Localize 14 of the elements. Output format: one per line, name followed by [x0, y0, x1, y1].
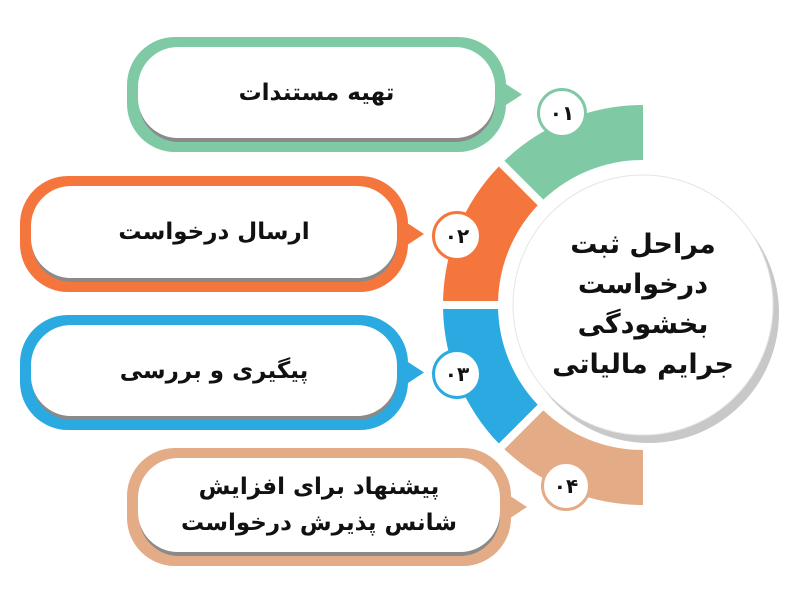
step-text: پیگیری و بررسی [120, 356, 308, 386]
callout-box [20, 315, 424, 430]
number-circle: ۰۴ [541, 461, 591, 511]
callout-box [127, 448, 527, 566]
number-circle: ۰۱ [537, 88, 587, 138]
step-text: تهیه مستندات [238, 78, 394, 108]
title-text: مراحل ثبت درخواست بخشودگی جرایم مالیاتی [551, 228, 735, 382]
step-text: ارسال درخواست [118, 218, 310, 247]
number-circle: ۰۲ [432, 211, 482, 261]
step-text: پیشنهاد برای افزایش شانس پذیرش درخواست [180, 473, 458, 538]
callout-box [127, 37, 522, 152]
ring-segment [504, 105, 643, 200]
number-circle: ۰۳ [432, 349, 482, 399]
callout-box [20, 176, 424, 292]
